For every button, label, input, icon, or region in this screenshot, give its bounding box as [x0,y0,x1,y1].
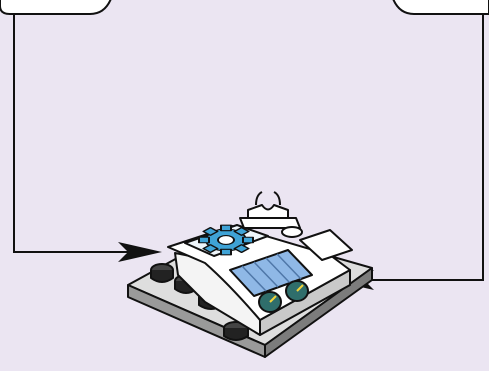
dial-left-icon [259,292,281,312]
top-right-connector-icon [392,0,489,14]
top-left-connector-icon [0,0,112,14]
dial-right-icon [286,281,308,301]
